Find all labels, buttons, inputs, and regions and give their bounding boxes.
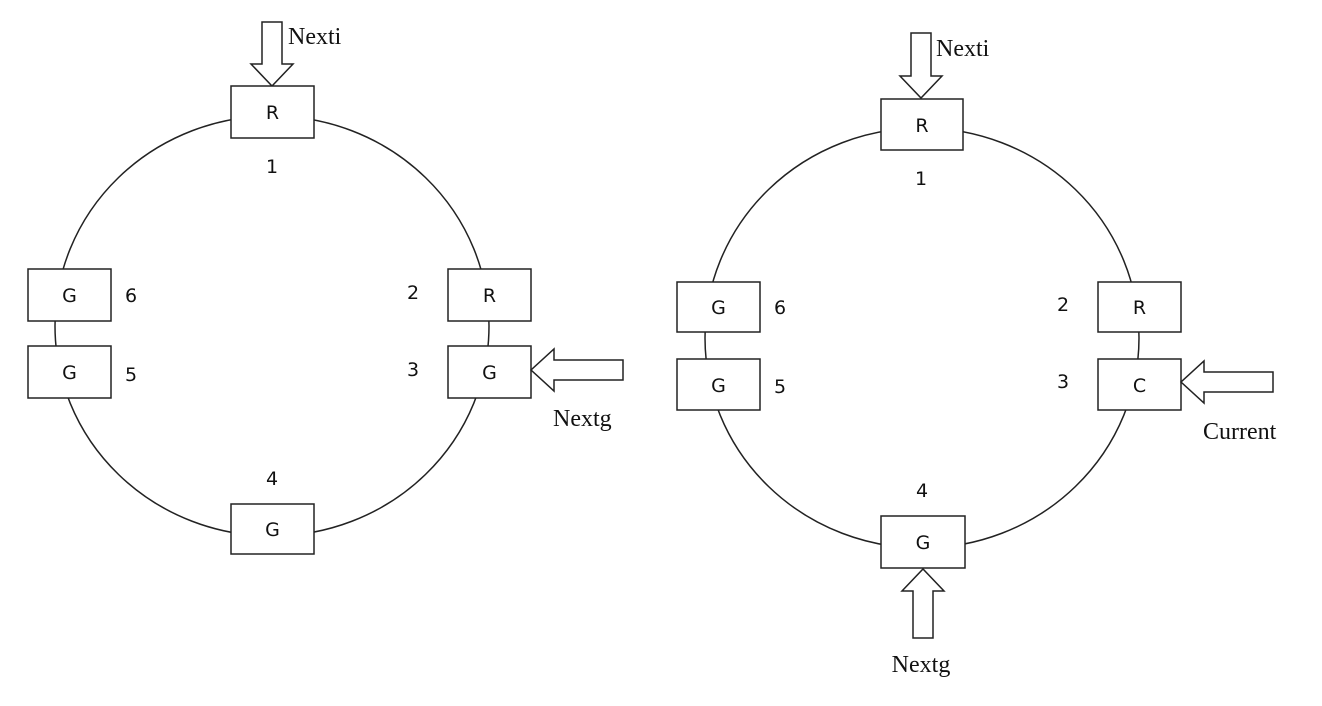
right-node-6-label: G	[711, 297, 726, 319]
right-node-6-number: 6	[774, 297, 786, 319]
right-current-arrow	[1179, 359, 1274, 405]
left-node-3-label: G	[482, 362, 497, 384]
right-node-6: G	[676, 281, 761, 333]
right-node-1-number: 1	[915, 168, 927, 190]
left-node-4-number: 4	[266, 468, 278, 490]
left-node-1: R	[230, 85, 315, 139]
left-node-2-number: 2	[407, 282, 419, 304]
left-node-6-label: G	[62, 285, 77, 307]
right-node-3-number: 3	[1057, 371, 1069, 393]
left-node-2-label: R	[483, 285, 496, 307]
right-node-3-label: C	[1133, 375, 1146, 397]
right-nexti-label: Nexti	[936, 36, 990, 62]
left-node-3: G	[447, 345, 532, 399]
left-node-5: G	[27, 345, 112, 399]
right-node-4: G	[880, 515, 966, 569]
right-node-5-number: 5	[774, 376, 786, 398]
right-node-2-number: 2	[1057, 294, 1069, 316]
left-diagram: Nexti R 1 R 2 G 3 Nextg G 4 G	[27, 21, 624, 555]
right-nexti-arrow	[898, 32, 944, 100]
left-nexti-arrow	[249, 21, 295, 88]
left-node-2: R	[447, 268, 532, 322]
left-nextg-label: Nextg	[553, 406, 612, 432]
right-node-2: R	[1097, 281, 1182, 333]
right-nextg-label: Nextg	[892, 652, 951, 678]
left-node-4-label: G	[265, 519, 280, 541]
right-node-2-label: R	[1133, 297, 1146, 319]
left-node-3-number: 3	[407, 359, 419, 381]
right-node-1-label: R	[915, 115, 928, 137]
left-nextg-arrow	[529, 347, 624, 393]
right-node-4-number: 4	[916, 480, 928, 502]
right-nextg-arrow	[900, 567, 946, 639]
left-node-5-label: G	[62, 362, 77, 384]
right-node-5: G	[676, 358, 761, 411]
right-node-1: R	[880, 98, 964, 151]
left-node-4: G	[230, 503, 315, 555]
left-node-5-number: 5	[125, 364, 137, 386]
left-node-1-label: R	[266, 102, 279, 124]
right-node-3: C	[1097, 358, 1182, 411]
left-node-6: G	[27, 268, 112, 322]
left-node-6-number: 6	[125, 285, 137, 307]
right-diagram: Nexti R 1 R 2 C 3 Current G 4 Nextg	[676, 32, 1277, 678]
left-nexti-label: Nexti	[288, 24, 342, 50]
left-node-1-number: 1	[266, 156, 278, 178]
right-current-label: Current	[1203, 419, 1277, 445]
right-node-5-label: G	[711, 375, 726, 397]
right-node-4-label: G	[916, 532, 931, 554]
